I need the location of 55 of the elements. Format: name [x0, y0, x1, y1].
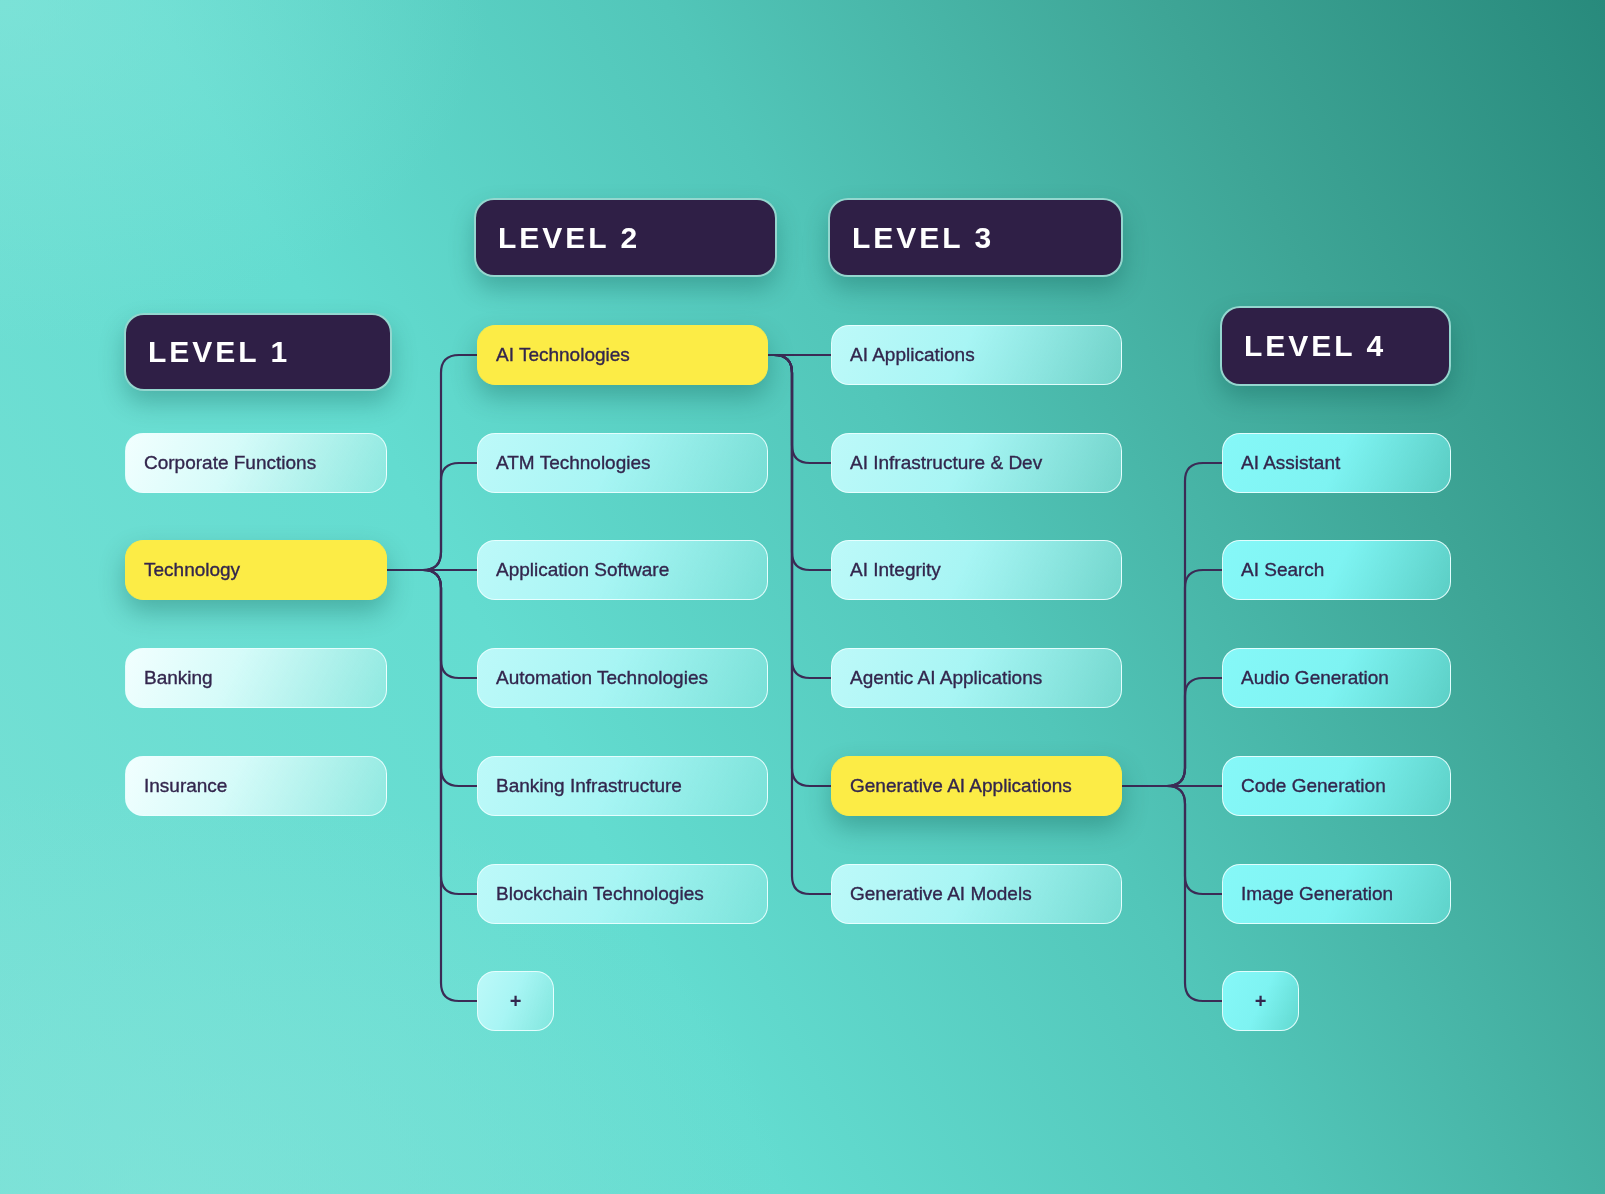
category-label: AI Technologies — [496, 343, 630, 367]
category-box — [477, 540, 768, 600]
highlighted-category-box — [477, 325, 768, 385]
add-box — [1222, 971, 1299, 1031]
category-box — [1222, 540, 1451, 600]
category-label: Insurance — [144, 774, 228, 798]
category-label: Image Generation — [1241, 882, 1394, 906]
connector-line — [1122, 784, 1222, 1003]
category-box — [1222, 864, 1451, 924]
highlighted-category-box — [831, 756, 1122, 816]
category-label: AI Applications — [850, 343, 975, 367]
category-box — [831, 864, 1122, 924]
category-label: Blockchain Technologies — [496, 882, 704, 906]
plus-sign: + — [1254, 989, 1267, 1013]
category-box — [125, 648, 387, 708]
category-label: Application Software — [496, 558, 670, 582]
category-box — [477, 648, 768, 708]
category-label: AI Assistant — [1241, 451, 1341, 475]
category-box — [1222, 648, 1451, 708]
category-label: Corporate Functions — [144, 451, 317, 475]
category-label: AI Infrastructure & Dev — [850, 451, 1043, 475]
level-title: LEVEL 3 — [852, 219, 995, 256]
level-header — [474, 198, 777, 277]
category-label: AI Search — [1241, 558, 1325, 582]
category-label: Audio Generation — [1241, 666, 1389, 690]
category-box — [831, 433, 1122, 493]
category-box — [831, 325, 1122, 385]
level-title: LEVEL 1 — [148, 334, 291, 370]
category-box — [125, 433, 387, 493]
category-box — [477, 864, 768, 924]
category-label: Banking — [144, 666, 213, 690]
category-box — [477, 433, 768, 493]
category-box — [477, 756, 768, 816]
category-label: Generative AI Models — [850, 882, 1032, 906]
level-header — [828, 198, 1123, 277]
category-label: Banking Infrastructure — [496, 774, 682, 798]
category-label: Code Generation — [1241, 774, 1386, 798]
level-title: LEVEL 4 — [1244, 328, 1387, 364]
level-header — [124, 313, 392, 391]
category-box — [1222, 433, 1451, 493]
level-title: LEVEL 2 — [498, 219, 641, 256]
plus-sign: + — [509, 989, 522, 1013]
category-label: Generative AI Applications — [850, 774, 1072, 798]
category-box — [1222, 756, 1451, 816]
category-box — [831, 648, 1122, 708]
category-box — [831, 540, 1122, 600]
highlighted-category-box — [125, 540, 387, 600]
category-label: Technology — [144, 558, 241, 582]
category-label: AI Integrity — [850, 558, 941, 582]
category-label: Automation Technologies — [496, 666, 708, 690]
category-box — [125, 756, 387, 816]
add-box — [477, 971, 554, 1031]
category-label: Agentic AI Applications — [850, 666, 1043, 690]
level-header — [1220, 306, 1451, 386]
category-label: ATM Technologies — [496, 451, 651, 475]
